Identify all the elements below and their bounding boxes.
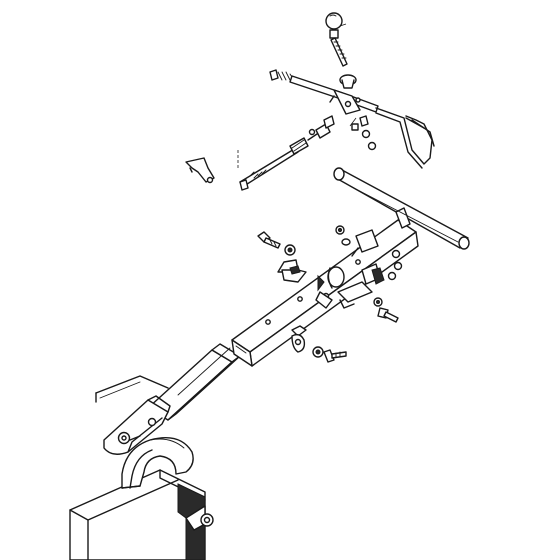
fastener-bolt-2 [323,349,347,363]
deck-housing [69,375,214,560]
fastener-clip [291,333,306,353]
fastener-bolt-3 [377,307,399,323]
clamp-bracket [277,259,307,283]
fastener-nut-1 [284,244,296,256]
fastener-nut-3 [387,249,403,281]
shift-rod [329,23,348,67]
fastener-bolt-1 [257,231,281,249]
control-lever [269,69,379,115]
lower-tube [147,343,241,421]
fastener-nut-4 [312,346,324,358]
hitch-tongue [103,395,171,455]
shift-knob [325,12,343,30]
upper-tube [231,219,419,367]
tube-mounting-bracket [351,229,385,285]
fastener-nut-5 [373,297,383,307]
rod-nut [339,74,357,89]
fastener-nut-2 [335,225,345,235]
lever-fasteners [349,115,377,151]
fastener-washer-1 [341,238,351,246]
hitch-hook-bracket [121,437,194,489]
control-cable [185,115,335,191]
t-handle [333,167,470,250]
lever-handle [375,107,435,169]
pivot-bracket [337,281,373,309]
